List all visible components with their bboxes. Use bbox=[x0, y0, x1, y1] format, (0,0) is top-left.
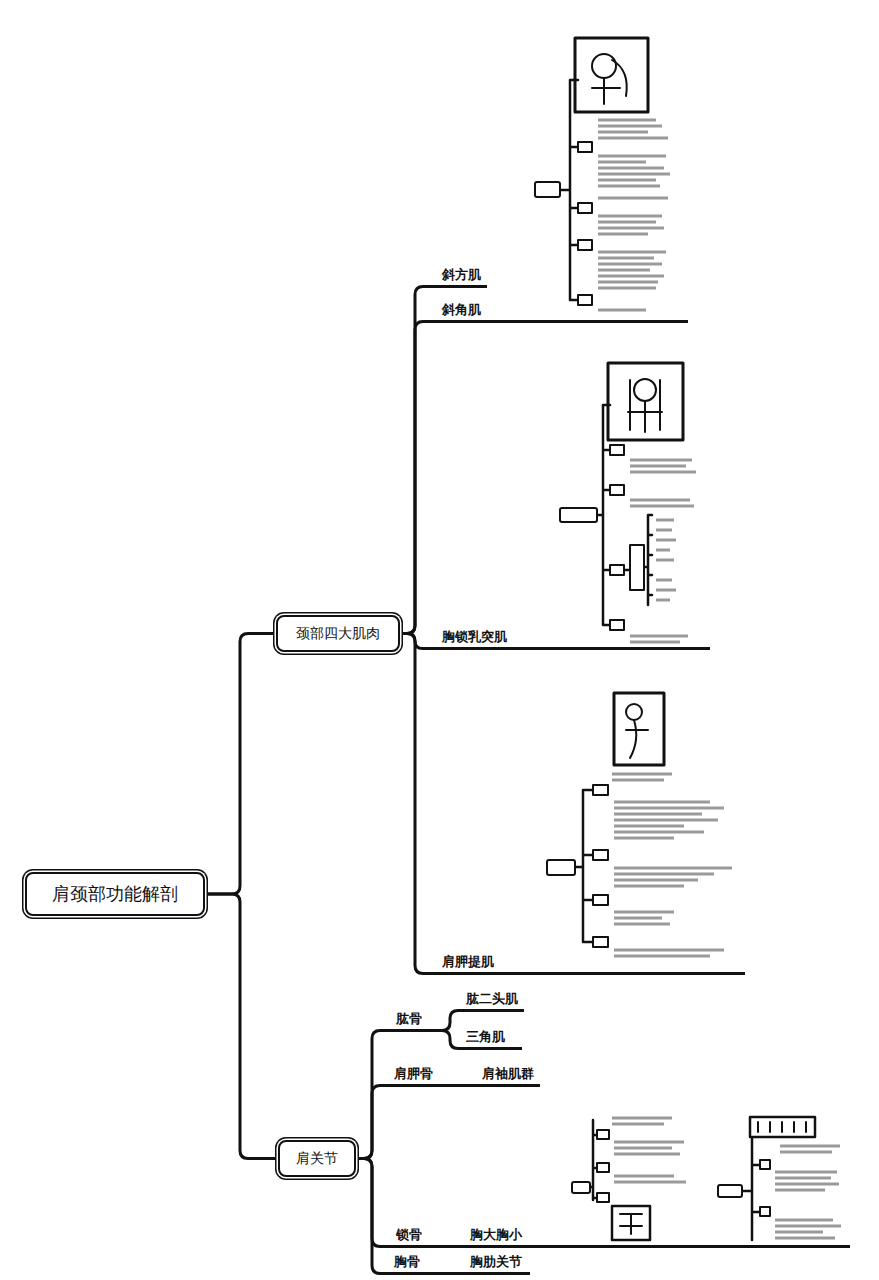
branch-connector bbox=[442, 1272, 466, 1275]
branch-connector bbox=[442, 1245, 466, 1248]
topic-label: 肩袖肌群 bbox=[482, 1066, 534, 1081]
branch-connector bbox=[442, 1011, 462, 1031]
topic-label: 斜角肌 bbox=[442, 302, 481, 317]
branch-connector bbox=[400, 634, 438, 649]
branch-topic: 肩胛提肌 bbox=[438, 953, 745, 975]
branch-topic: 肱骨 bbox=[392, 1010, 442, 1032]
branch-topic: 三角肌 bbox=[462, 1028, 522, 1050]
branch-topic: 锁骨 bbox=[392, 1226, 442, 1248]
topic-label: 胸锁乳突肌 bbox=[442, 629, 507, 644]
topic-box: 颈部四大肌肉 bbox=[276, 615, 400, 652]
branch-connector bbox=[400, 322, 438, 634]
branch-connector bbox=[205, 634, 276, 895]
branch-topic: 斜方肌 bbox=[438, 266, 487, 288]
branch-connector bbox=[400, 634, 438, 974]
topic-label: 颈部四大肌肉 bbox=[296, 624, 380, 642]
topic-label: 胸骨 bbox=[394, 1254, 420, 1269]
topic-box: 肩关节 bbox=[278, 1140, 356, 1177]
branch-connector bbox=[356, 1086, 390, 1159]
branch-connector bbox=[442, 1084, 478, 1087]
branch-connector bbox=[400, 287, 438, 634]
topic-label: 肩胛提肌 bbox=[442, 954, 494, 969]
topic-label: 肩颈部功能解剖 bbox=[52, 882, 178, 905]
topic-label: 肱骨 bbox=[396, 1011, 422, 1026]
branch-connector bbox=[442, 1031, 462, 1049]
branch-connector bbox=[205, 894, 278, 1159]
topic-box: 肩颈部功能解剖 bbox=[25, 872, 205, 916]
topic-label: 胸大胸小 bbox=[470, 1227, 522, 1242]
branch-topic: 胸骨 bbox=[390, 1253, 442, 1275]
topic-label: 胸肋关节 bbox=[470, 1254, 522, 1269]
topic-label: 锁骨 bbox=[396, 1227, 422, 1242]
branch-topic: 斜角肌 bbox=[438, 301, 688, 323]
branch-topic: 肱二头肌 bbox=[462, 990, 524, 1012]
branch-topic: 肩胛骨 bbox=[390, 1065, 442, 1087]
topic-label: 肩关节 bbox=[296, 1149, 338, 1167]
topic-label: 斜方肌 bbox=[442, 267, 481, 282]
branch-connector bbox=[356, 1031, 392, 1159]
topic-label: 肱二头肌 bbox=[466, 991, 518, 1006]
branch-topic: 胸大胸小 bbox=[466, 1226, 850, 1248]
branch-topic: 胸肋关节 bbox=[466, 1253, 530, 1275]
branch-connector bbox=[356, 1159, 390, 1274]
branch-topic: 肩袖肌群 bbox=[478, 1065, 540, 1087]
topic-label: 肩胛骨 bbox=[394, 1066, 433, 1081]
branch-connector bbox=[356, 1159, 392, 1247]
topic-label: 三角肌 bbox=[466, 1029, 505, 1044]
branch-topic: 胸锁乳突肌 bbox=[438, 628, 710, 650]
